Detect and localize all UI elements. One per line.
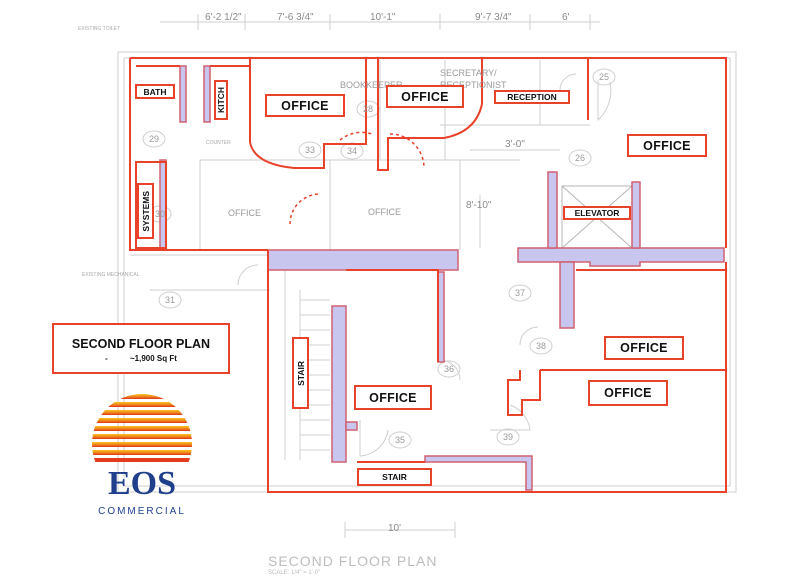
dim-bottom: 10' xyxy=(388,523,402,534)
title-block: SECOND FLOOR PLAN - ~1,900 Sq Ft xyxy=(52,323,230,374)
plan-outlines xyxy=(129,57,727,493)
dim-top-2: 7'-6 3/4" xyxy=(277,12,314,23)
bottom-plan-title: SECOND FLOOR PLAN xyxy=(268,553,438,569)
dim-mid-2: 8'-10" xyxy=(466,200,492,211)
logo-wordmark: EOS xyxy=(108,465,176,502)
dim-top-5: 6' xyxy=(562,12,570,23)
underlay-room-secretary: SECRETARY/ xyxy=(440,68,497,78)
underlay-tag-existing-toilet: EXISTING TOILET xyxy=(78,26,121,32)
room-number: 26 xyxy=(575,153,586,163)
room-number: 34 xyxy=(347,146,358,156)
label-office-top-left: OFFICE xyxy=(265,94,345,117)
label-systems: SYSTEMS xyxy=(137,183,154,239)
label-office-top-mid: OFFICE xyxy=(386,85,464,108)
label-office-lower-right-1: OFFICE xyxy=(604,336,684,360)
new-walls xyxy=(159,65,725,491)
room-number: 30 xyxy=(155,209,166,219)
label-kitch: KITCH xyxy=(214,80,228,120)
underlay-tag-existing-mech: EXISTING MECHANICAL xyxy=(82,272,140,278)
label-stair-left: STAIR xyxy=(292,337,309,409)
plan-title: SECOND FLOOR PLAN xyxy=(71,337,211,351)
eos-logo: EOS COMMERCIAL xyxy=(92,394,192,517)
room-number: 25 xyxy=(599,72,610,82)
underlay-room-office-b: OFFICE xyxy=(368,207,401,217)
room-number: 35 xyxy=(395,435,406,445)
room-number: 29 xyxy=(149,134,160,144)
dim-top-1: 6'-2 1/2" xyxy=(205,12,242,23)
label-office-lower-right-2: OFFICE xyxy=(588,380,668,406)
room-number: 37 xyxy=(515,288,526,298)
label-office-right: OFFICE xyxy=(627,134,707,157)
room-number: 31 xyxy=(165,295,176,305)
label-office-center: OFFICE xyxy=(354,385,432,410)
scale-note: SCALE: 1/4" = 1'-0" xyxy=(268,570,321,576)
room-number: 39 xyxy=(503,432,514,442)
dim-mid-1: 3'-0" xyxy=(505,139,525,150)
sun-icon xyxy=(92,394,192,462)
underlay-room-office-a: OFFICE xyxy=(228,208,261,218)
dim-top-3: 10'-1" xyxy=(370,12,396,23)
door-swings xyxy=(289,131,425,225)
area-label: - ~1,900 Sq Ft xyxy=(105,354,177,363)
label-reception: RECEPTION xyxy=(494,90,570,104)
label-bath: BATH xyxy=(135,84,175,99)
underlay-room-bookkeeper: BOOKKEEPER xyxy=(340,80,403,90)
underlay-tag-counter: COUNTER xyxy=(206,140,231,146)
logo-subtitle: COMMERCIAL xyxy=(98,506,186,517)
dim-top-4: 9'-7 3/4" xyxy=(475,12,512,23)
room-number: 38 xyxy=(536,341,547,351)
underlay-room-receptionist: RECEPTIONIST xyxy=(440,80,507,90)
label-stair-bottom: STAIR xyxy=(357,468,432,486)
room-number: 36 xyxy=(444,364,455,374)
room-number: 33 xyxy=(305,145,316,155)
label-elevator: ELEVATOR xyxy=(563,206,631,220)
room-number: 28 xyxy=(363,104,374,114)
